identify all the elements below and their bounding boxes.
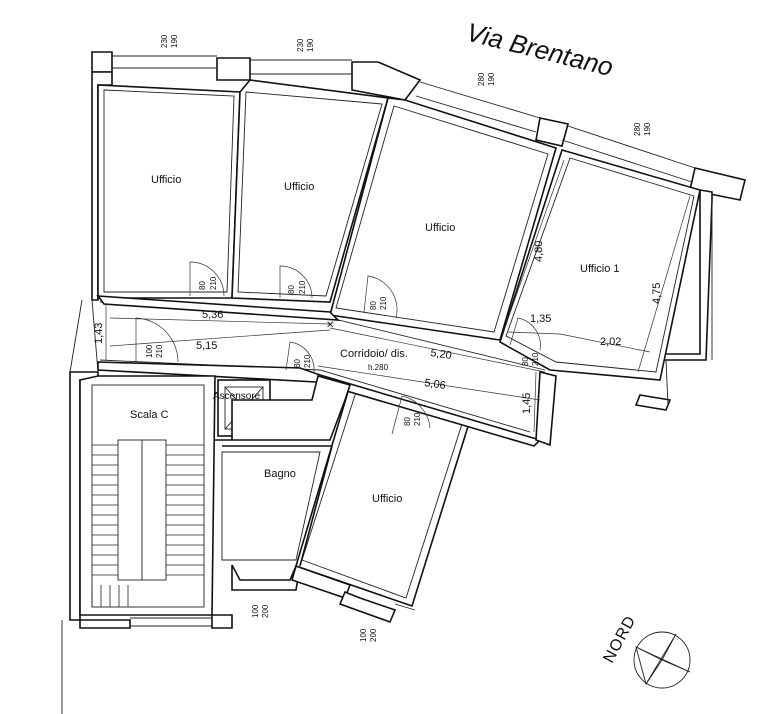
room-label-ufficio-1: Ufficio <box>151 174 181 186</box>
window-label: 100 <box>359 628 368 642</box>
door-labels: 80 210 80 210 80 210 80 210 100 210 80 2… <box>145 276 540 426</box>
door-label: 80 <box>403 417 412 426</box>
dimension-lines: ✕ <box>105 159 691 433</box>
north-compass: NORD <box>601 613 691 689</box>
door-swings <box>135 261 541 435</box>
room-label-corridoio: Corridoio/ dis. <box>340 348 408 360</box>
door-label: 210 <box>379 296 388 310</box>
window-label: 230 <box>160 34 169 48</box>
door-label: 210 <box>155 344 164 358</box>
room-label-ascensore: Ascensore <box>213 391 261 402</box>
dim-135: 1,35 <box>530 313 551 325</box>
dim-536: 5,36 <box>202 309 223 321</box>
room-label-ufficio-3: Ufficio <box>425 222 455 234</box>
door-label: 80 <box>293 359 302 368</box>
office-room-3 <box>328 97 557 341</box>
office-room-2 <box>231 79 390 303</box>
door-label: 80 <box>287 285 296 294</box>
door-label: 80 <box>521 357 530 366</box>
door-label: 210 <box>303 354 312 368</box>
door-label: 210 <box>413 412 422 426</box>
room-label-ufficio-2: Ufficio <box>284 181 314 193</box>
window-label: 190 <box>170 34 179 48</box>
window-label: 190 <box>643 122 652 136</box>
street-label: Via Brentano <box>464 17 617 82</box>
office-room-4 <box>499 149 701 381</box>
window-label: 100 <box>251 604 260 618</box>
window-label: 200 <box>369 628 378 642</box>
door-label: 80 <box>198 281 207 290</box>
window-label: 230 <box>296 38 305 52</box>
window-label: 280 <box>477 72 486 86</box>
door-label: 80 <box>369 301 378 310</box>
dim-480: 4,80 <box>533 241 545 262</box>
window-label: 200 <box>261 604 270 618</box>
dim-515: 5,15 <box>196 340 217 352</box>
room-label-bagno: Bagno <box>264 468 296 480</box>
dim-520: 5,20 <box>430 347 453 362</box>
door-label: 210 <box>298 280 307 294</box>
door-label: 100 <box>145 344 154 358</box>
dim-145: 1,45 <box>521 393 533 414</box>
window-labels: 230 190 230 190 280 190 280 190 100 200 … <box>160 34 652 642</box>
door-label: 210 <box>531 352 540 366</box>
stairwell <box>79 375 216 616</box>
dim-506: 5,06 <box>424 377 447 392</box>
dim-475: 4,75 <box>651 283 663 304</box>
dim-143: 1,43 <box>93 323 105 344</box>
window-label: 190 <box>487 72 496 86</box>
room-label-ufficio-4: Ufficio 1 <box>580 263 620 275</box>
dim-202: 2,02 <box>600 336 621 348</box>
bathroom <box>215 375 352 567</box>
room-label-ufficio-5: Ufficio <box>372 493 402 505</box>
room-label-corridoio-height: h.280 <box>368 363 389 372</box>
room-label-scala: Scala C <box>130 409 169 421</box>
stair-steps <box>91 444 204 607</box>
office-room-1 <box>97 84 241 299</box>
window-label: 190 <box>306 38 315 52</box>
door-label: 210 <box>209 276 218 290</box>
window-label: 280 <box>633 122 642 136</box>
svg-text:✕: ✕ <box>326 320 334 331</box>
